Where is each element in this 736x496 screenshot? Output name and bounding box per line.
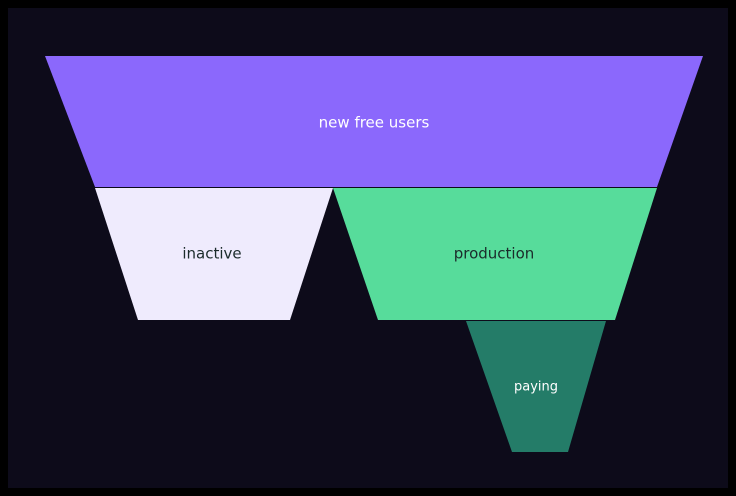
funnel-stage-new-free-users[interactable]: new free users (45, 56, 703, 187)
funnel-segment-inactive[interactable] (95, 188, 333, 320)
funnel-segment-production[interactable] (333, 188, 657, 320)
funnel-stage-production[interactable]: production (333, 188, 657, 320)
funnel-chart: new free users inactive production payin… (45, 56, 703, 452)
funnel-canvas: new free users inactive production payin… (8, 8, 728, 488)
funnel-stage-paying[interactable]: paying (466, 321, 606, 452)
funnel-segment-paying[interactable] (466, 321, 606, 452)
funnel-stage-inactive[interactable]: inactive (95, 188, 333, 320)
funnel-segment-new-free-users[interactable] (45, 56, 703, 187)
